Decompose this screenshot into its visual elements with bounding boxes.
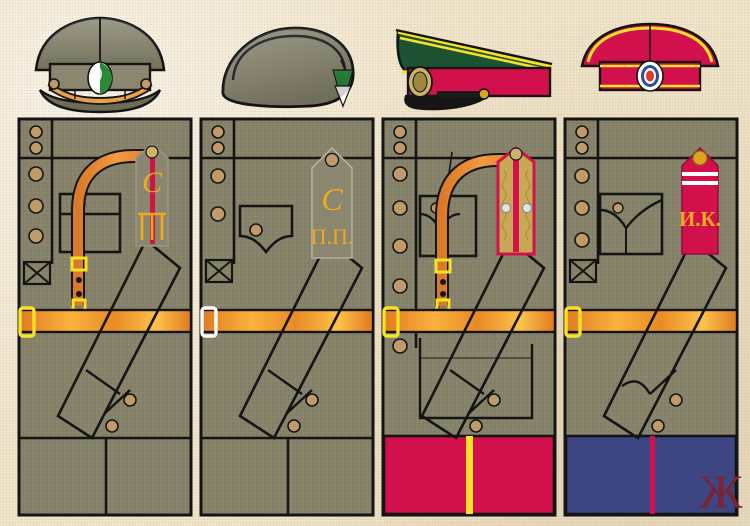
cockade-icon xyxy=(636,60,664,92)
shoulder-board-lettering: И.К. xyxy=(679,207,721,231)
cockade-icon xyxy=(87,61,113,95)
strap-button-icon xyxy=(478,88,490,100)
button-row xyxy=(210,125,226,222)
trouser-stripe xyxy=(466,436,473,514)
cap-2[interactable] xyxy=(215,18,360,110)
placket-cross-icon xyxy=(22,260,52,286)
rank-stars xyxy=(501,203,532,213)
panel-3[interactable] xyxy=(381,117,557,517)
trousers xyxy=(564,434,738,516)
button-row xyxy=(28,125,44,244)
cap-1[interactable] xyxy=(18,8,183,114)
peaked-cap-crimson xyxy=(580,22,720,92)
greatcoat-roll xyxy=(420,237,546,440)
trouser-stripe xyxy=(650,436,655,514)
breast-pocket xyxy=(238,204,294,255)
shoulder-board-lettering: П.П. xyxy=(311,224,354,249)
placket-cross-icon xyxy=(204,258,234,284)
panel-1[interactable]: С xyxy=(17,117,193,517)
cap-4[interactable] xyxy=(568,16,733,102)
panel-2[interactable]: С П.П. xyxy=(199,117,375,517)
button-row xyxy=(574,125,590,248)
chinstrap-icon xyxy=(51,82,149,105)
strap-button-right-icon xyxy=(140,78,152,90)
cap-badge-icon xyxy=(407,66,433,98)
placket-cross-icon xyxy=(568,258,598,284)
breast-pocket xyxy=(598,192,664,256)
greatcoat-roll xyxy=(602,237,728,440)
belt-slide-icon xyxy=(434,258,452,274)
belt-buckle-brass-icon xyxy=(18,306,36,338)
shoulder-board-crimson-ik[interactable]: И.К. xyxy=(679,146,721,255)
belt-buckle-white-metal-icon xyxy=(200,306,218,338)
side-cap-khaki xyxy=(221,26,355,109)
belt-buckle-brass-icon xyxy=(382,306,400,338)
peaked-cap-dress-green-crimson xyxy=(395,28,553,111)
strap-button-left-icon xyxy=(48,78,60,90)
belt-slide-icon xyxy=(70,256,88,272)
peaked-cap-khaki xyxy=(34,16,166,114)
shoulder-board-cypher-pp[interactable]: С П.П. xyxy=(311,146,354,259)
artist-monogram: Ж xyxy=(698,460,744,519)
panel-4[interactable]: И.К. xyxy=(563,117,739,517)
svg-text:С: С xyxy=(321,181,343,217)
button-row xyxy=(392,125,408,354)
cap-3[interactable] xyxy=(380,10,565,112)
belt-buckle-brass-icon xyxy=(564,306,582,338)
trousers xyxy=(382,434,556,516)
svg-text:С: С xyxy=(142,166,163,199)
shoulder-board-cypher-sapper[interactable]: С xyxy=(135,142,169,247)
shoulder-board-officer-gold[interactable] xyxy=(496,146,536,256)
artist-monogram-glyph: Ж xyxy=(699,466,743,519)
skirt-lines xyxy=(418,338,534,420)
